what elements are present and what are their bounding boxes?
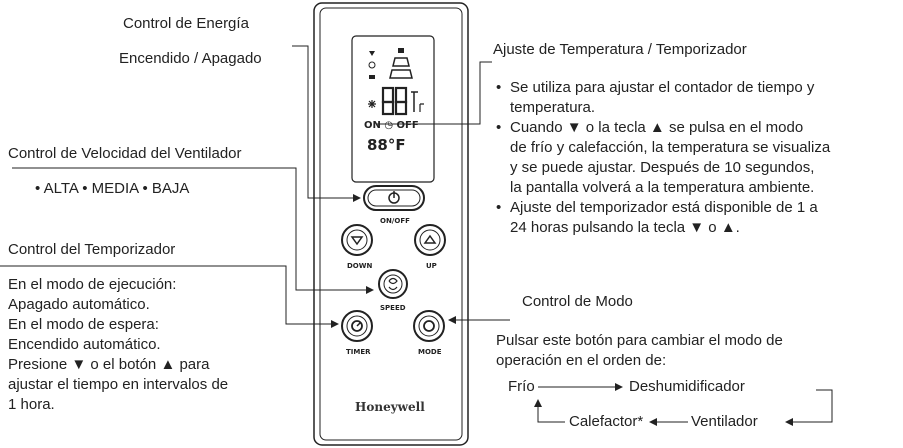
bullet-line: de frío y calefacción, la temperatura se… xyxy=(510,139,831,156)
up-label: UP xyxy=(426,262,437,270)
timer-desc-line: 1 hora. xyxy=(8,396,55,413)
temp-bullet: Cuando ▼ o la tecla ▲ se pulsa en el mod… xyxy=(496,118,830,198)
lcd-onoff-text: ON ◷ OFF xyxy=(364,120,419,131)
leader-lines xyxy=(0,45,833,426)
cycle-calefactor: Calefactor* xyxy=(569,413,644,430)
cycle-deshumidificador: Deshumidificador xyxy=(629,378,745,395)
timer-desc-line: En el modo de espera: xyxy=(8,316,159,333)
onoff-label: ON/OFF xyxy=(380,217,410,225)
cycle-calef-to-frio xyxy=(534,399,565,423)
up-button[interactable] xyxy=(414,224,446,256)
onoff-button[interactable] xyxy=(363,185,425,211)
mode-desc-line: Pulsar este botón para cambiar el modo d… xyxy=(496,332,783,349)
cycle-frio: Frío xyxy=(508,378,535,395)
lcd-big-digits xyxy=(381,86,424,116)
bullet-line: Cuando ▼ o la tecla ▲ se pulsa en el mod… xyxy=(510,119,804,136)
lcd-mode-icons xyxy=(368,51,376,108)
fan-subtitle: • ALTA • MEDIA • BAJA xyxy=(35,180,190,197)
down-button[interactable] xyxy=(341,224,373,256)
remote-control: ON ◷ OFF 88°F ON/OFF DOWN UP xyxy=(313,2,469,446)
temp-bullet: Se utiliza para ajustar el contador de t… xyxy=(496,78,830,118)
bullet-line: y se puede ajustar. Después de 10 segund… xyxy=(510,159,815,176)
power-subtitle: Encendido / Apagado xyxy=(119,50,262,67)
timer-title: Control del Temporizador xyxy=(8,241,176,258)
mode-button[interactable] xyxy=(413,310,445,342)
cycle-deshum-to-vent xyxy=(785,389,833,426)
timer-description: En el modo de ejecución: Apagado automát… xyxy=(8,275,228,415)
mode-title: Control de Modo xyxy=(522,293,633,310)
cycle-ventilador: Ventilador xyxy=(691,413,758,430)
power-title: Control de Energía xyxy=(123,15,249,32)
timer-button[interactable] xyxy=(341,310,373,342)
fan-leader xyxy=(12,167,374,294)
timer-leader xyxy=(0,265,339,328)
timer-label: TIMER xyxy=(346,348,371,356)
fan-title: Control de Velocidad del Ventilador xyxy=(8,145,242,162)
timer-desc-line: Presione ▼ o el botón ▲ para xyxy=(8,356,210,373)
mode-desc-line: operación en el orden de: xyxy=(496,352,667,369)
speed-label: SPEED xyxy=(380,304,406,312)
timer-desc-line: Apagado automático. xyxy=(8,296,150,313)
temp-title: Ajuste de Temperatura / Temporizador xyxy=(493,41,747,58)
speed-button[interactable] xyxy=(378,269,408,299)
lcd-fan-bars xyxy=(389,48,413,79)
timer-desc-line: En el modo de ejecución: xyxy=(8,276,177,293)
bullet-line: 24 horas pulsando la tecla ▼ o ▲. xyxy=(510,219,740,236)
timer-desc-line: ajustar el tiempo en intervalos de xyxy=(8,376,229,393)
timer-desc-line: Encendido automático. xyxy=(8,336,161,353)
power-leader xyxy=(292,45,361,202)
brand-logo: Honeywell xyxy=(355,400,425,414)
temp-bullets: Se utiliza para ajustar el contador de t… xyxy=(496,78,830,238)
mode-label: MODE xyxy=(418,348,442,356)
down-label: DOWN xyxy=(347,262,372,270)
bullet-line: temperatura. xyxy=(510,99,596,116)
bullet-line: Se utiliza para ajustar el contador de t… xyxy=(510,79,815,96)
lcd-temp-small: 88°F xyxy=(367,136,406,154)
bullet-line: Ajuste del temporizador está disponible … xyxy=(510,199,818,216)
bullet-line: la pantalla volverá a la temperatura amb… xyxy=(510,179,815,196)
mode-description: Pulsar este botón para cambiar el modo d… xyxy=(496,331,783,371)
temp-bullet: Ajuste del temporizador está disponible … xyxy=(496,198,830,238)
temp-leader-1 xyxy=(376,61,492,125)
